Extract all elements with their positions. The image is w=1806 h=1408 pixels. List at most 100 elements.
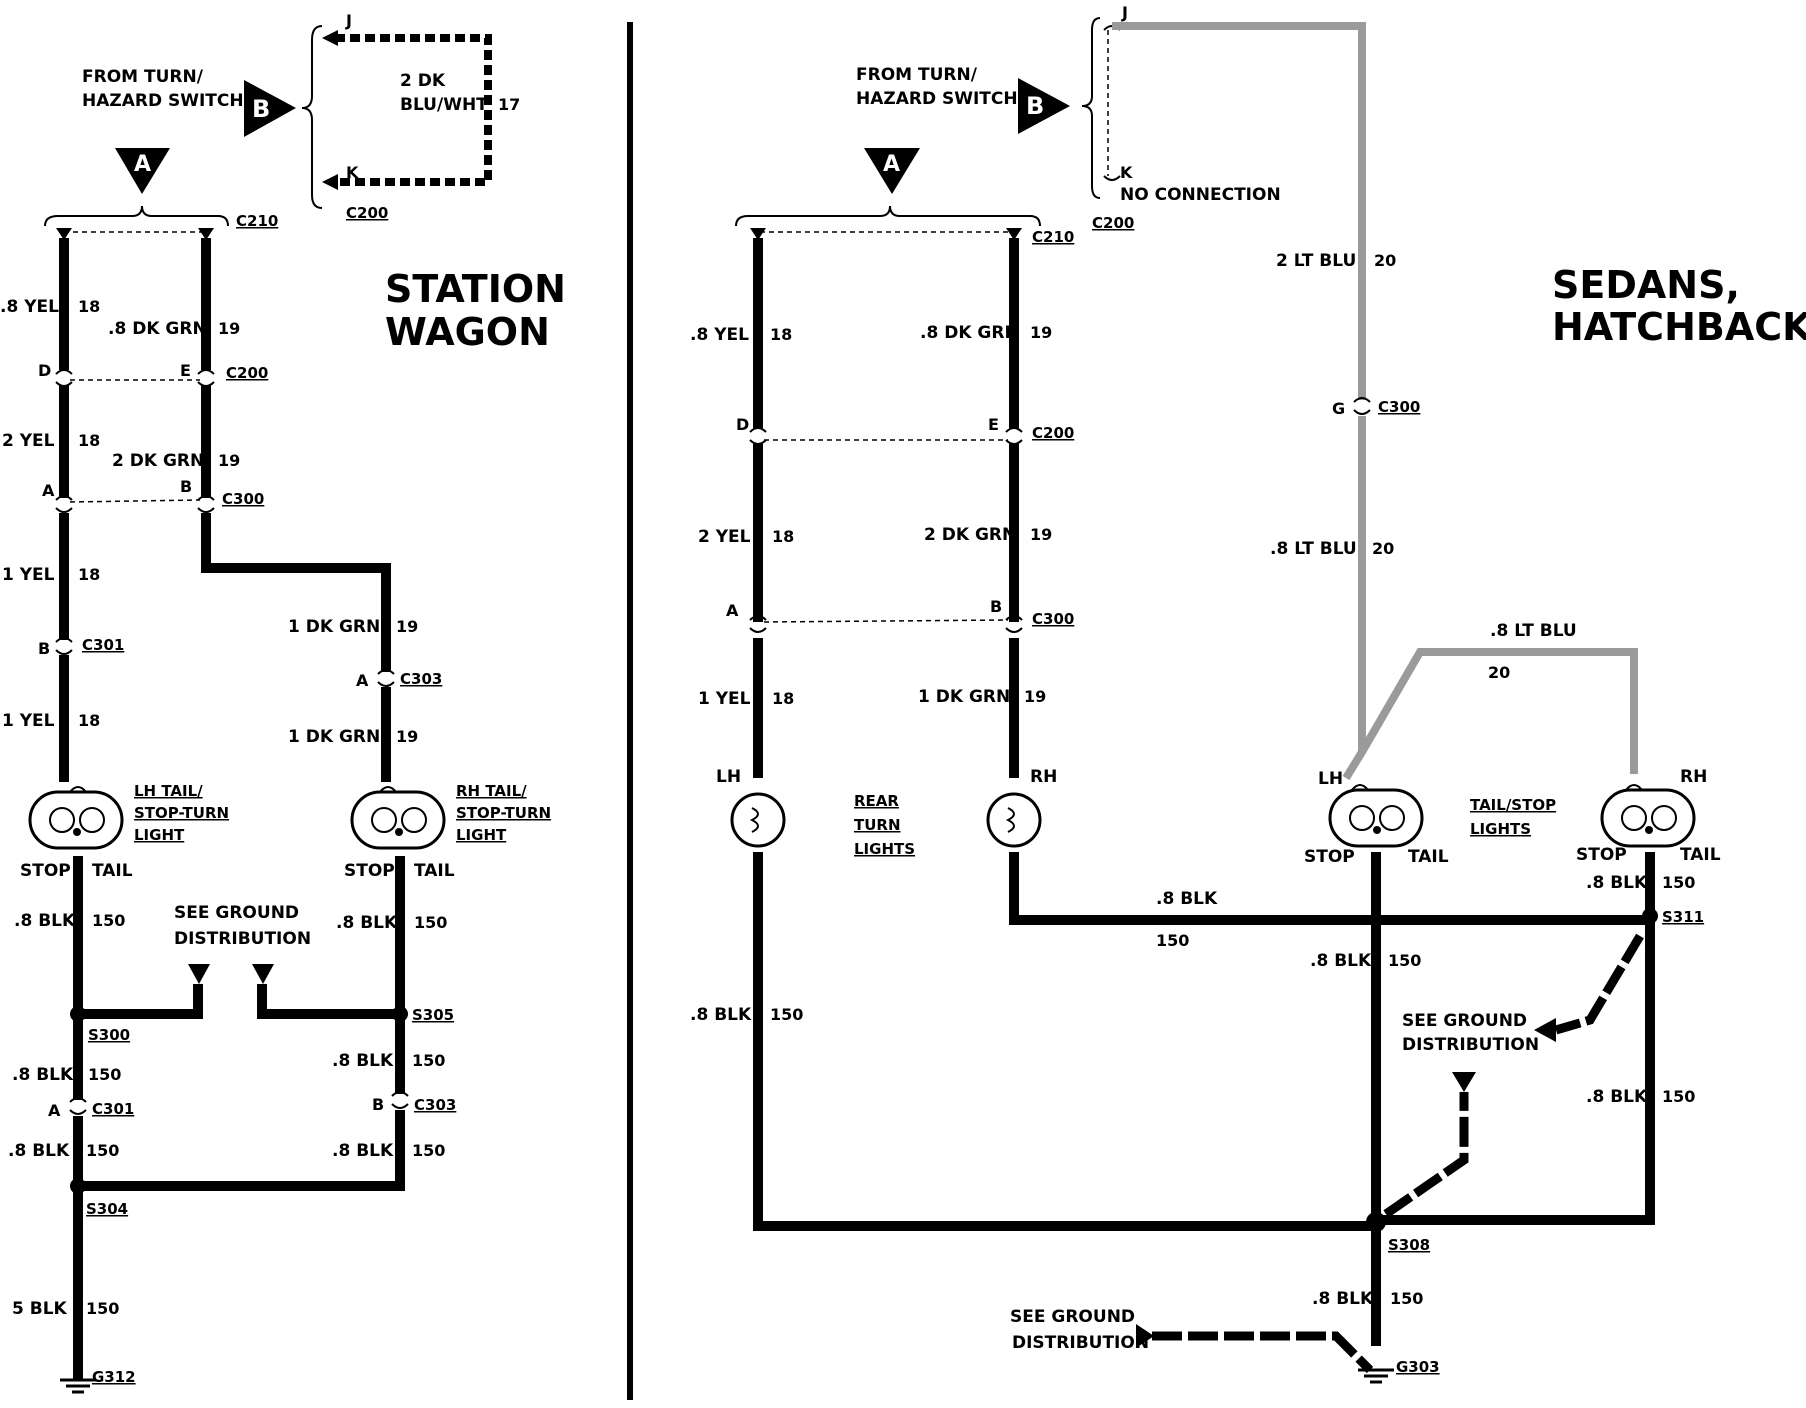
brace-b (301, 25, 323, 209)
blk6-label: .8 BLK (332, 1141, 394, 1161)
blk7-label: 5 BLK (12, 1299, 68, 1319)
connector-c300-blu: C300 (1378, 398, 1420, 416)
wire-08dkgrn-label-r: .8 DK GRN (920, 323, 1019, 343)
lh-label-2: LH (1318, 769, 1343, 789)
blk-mid-label: .8 BLK (1310, 951, 1372, 971)
ground-arrow-icon-r2 (1452, 1072, 1476, 1092)
marker-a-icon-r (864, 148, 920, 194)
blk-rh-label: .8 BLK (1586, 873, 1648, 893)
splice-s305-label: S305 (412, 1006, 454, 1024)
blk-right-num: 150 (1662, 1087, 1695, 1106)
ground-arrow-icon-r3 (1136, 1324, 1154, 1348)
lh-light-label-2: STOP-TURN (134, 804, 229, 822)
ground-g312-icon (60, 1378, 96, 1394)
marker-a-label-r: A (883, 152, 900, 177)
wire-dk-blu-wht-circuit: 17 (498, 95, 520, 114)
wire-1dkgrn-num-r: 19 (1024, 687, 1046, 706)
wire-2yel-num: 18 (78, 431, 100, 450)
pin-d-r: D (736, 415, 749, 434)
wire-s311-ground (1554, 933, 1644, 1035)
wire-dk-blu-wht-label-2: BLU/WHT (400, 95, 488, 115)
wire-08dkgrn-num: 19 (218, 319, 240, 338)
wire-08yel-label: .8 YEL (0, 297, 59, 317)
wire-s308-ground (1383, 1092, 1469, 1218)
wire-1dkgrn-b-label: 1 DK GRN (288, 727, 380, 747)
wire-1yel-label-r: 1 YEL (698, 689, 751, 709)
station-wagon-title-1: STATION (385, 267, 566, 311)
brace-c210 (44, 205, 229, 227)
rh-label-2: RH (1680, 767, 1707, 787)
sedan-title-2: HATCHBACK (1552, 305, 1806, 349)
pin-k: K (346, 163, 359, 182)
blk4-label: .8 BLK (332, 1051, 394, 1071)
rh-light-label-3: LIGHT (456, 826, 507, 844)
wire-2ltblu-label: 2 LT BLU (1276, 251, 1356, 271)
station-wagon-section: STATION WAGON FROM TURN/ HAZARD SWITCH B… (0, 11, 566, 1394)
wire-1dkgrn-a-num: 19 (396, 617, 418, 636)
splice-s304-label: S304 (86, 1200, 128, 1218)
arrow-j-icon (322, 30, 338, 46)
rh-tail-label: TAIL (414, 861, 455, 881)
station-wagon-title-2: WAGON (385, 310, 550, 354)
pin-j-r: J (1121, 3, 1128, 22)
pin-a: A (42, 481, 55, 500)
rh-stop-label: STOP (344, 861, 395, 881)
from-switch-label-2: HAZARD SWITCH (82, 91, 244, 111)
wire-dk-blu-wht (335, 34, 492, 186)
splice-s308-label: S308 (1388, 1236, 1430, 1254)
lh-tail-label-r: TAIL (1408, 847, 1449, 867)
rear-turn-label-2: TURN (854, 816, 901, 834)
blk2-num: 150 (414, 913, 447, 932)
see-ground-label-2-r: DISTRIBUTION (1402, 1035, 1539, 1055)
wire-1yel-num-r: 18 (772, 689, 794, 708)
rh-tail-stop-turn-light-icon (350, 786, 446, 850)
connector-c200-mid: C200 (226, 364, 268, 382)
wire-1dkgrn-b-num: 19 (396, 727, 418, 746)
rh-tail-label-r: TAIL (1680, 845, 1721, 865)
lh-label: LH (716, 767, 741, 787)
blk-mid-num: 150 (1388, 951, 1421, 970)
wire-1dkgrn-a-label: 1 DK GRN (288, 617, 380, 637)
ground-g303-icon (1358, 1368, 1394, 1384)
pin-d: D (38, 361, 51, 380)
connector-c301-top: C301 (82, 636, 124, 654)
wire-1yel-b-label: 1 YEL (2, 711, 55, 731)
pin-e-r: E (988, 415, 999, 434)
lh-stop-label: STOP (20, 861, 71, 881)
connector-c210: C210 (236, 212, 278, 230)
pin-g: G (1332, 399, 1345, 418)
connector-c303-bottom: C303 (414, 1096, 456, 1114)
wire-2yel-num-r: 18 (772, 527, 794, 546)
connector-c303-top: C303 (400, 670, 442, 688)
marker-b-icon-r (1018, 78, 1070, 134)
wire-08ltblu-label: .8 LT BLU (1270, 539, 1357, 559)
tail-stop-label-2: LIGHTS (1470, 820, 1531, 838)
blk7-num: 150 (86, 1299, 119, 1318)
wire-1yel-b-num: 18 (78, 711, 100, 730)
wire-rh-turn-blk (1009, 852, 1650, 925)
wire-2dkgrn-num: 19 (218, 451, 240, 470)
blk-rh-num: 150 (1662, 873, 1695, 892)
connector-c300: C300 (222, 490, 264, 508)
blk2-label: .8 BLK (336, 913, 398, 933)
blk6-num: 150 (412, 1141, 445, 1160)
wire-2yel-label: 2 YEL (2, 431, 55, 451)
blk3-label: .8 BLK (12, 1065, 74, 1085)
wire-2dkgrn-num-r: 19 (1030, 525, 1052, 544)
blk-left-num: 150 (770, 1005, 803, 1024)
wire-2dkgrn-label-r: 2 DK GRN (924, 525, 1016, 545)
ground-arrow-icon-r1 (1534, 1018, 1556, 1042)
wire-2yel-label-r: 2 YEL (698, 527, 751, 547)
pin-b3: B (372, 1095, 384, 1114)
blk5-num: 150 (86, 1141, 119, 1160)
wire-1yel-a-num: 18 (78, 565, 100, 584)
rh-light-label-1: RH TAIL/ (456, 782, 527, 800)
ground-g303-label: G303 (1396, 1358, 1440, 1376)
from-switch-label-1-r: FROM TURN/ (856, 65, 978, 85)
wire-2dkgrn-label: 2 DK GRN (112, 451, 204, 471)
rh-label: RH (1030, 767, 1057, 787)
wire-rh-tail-blk (1376, 852, 1655, 1225)
blk3-num: 150 (88, 1065, 121, 1084)
wire-08ltblu-b-num: 20 (1488, 663, 1510, 682)
